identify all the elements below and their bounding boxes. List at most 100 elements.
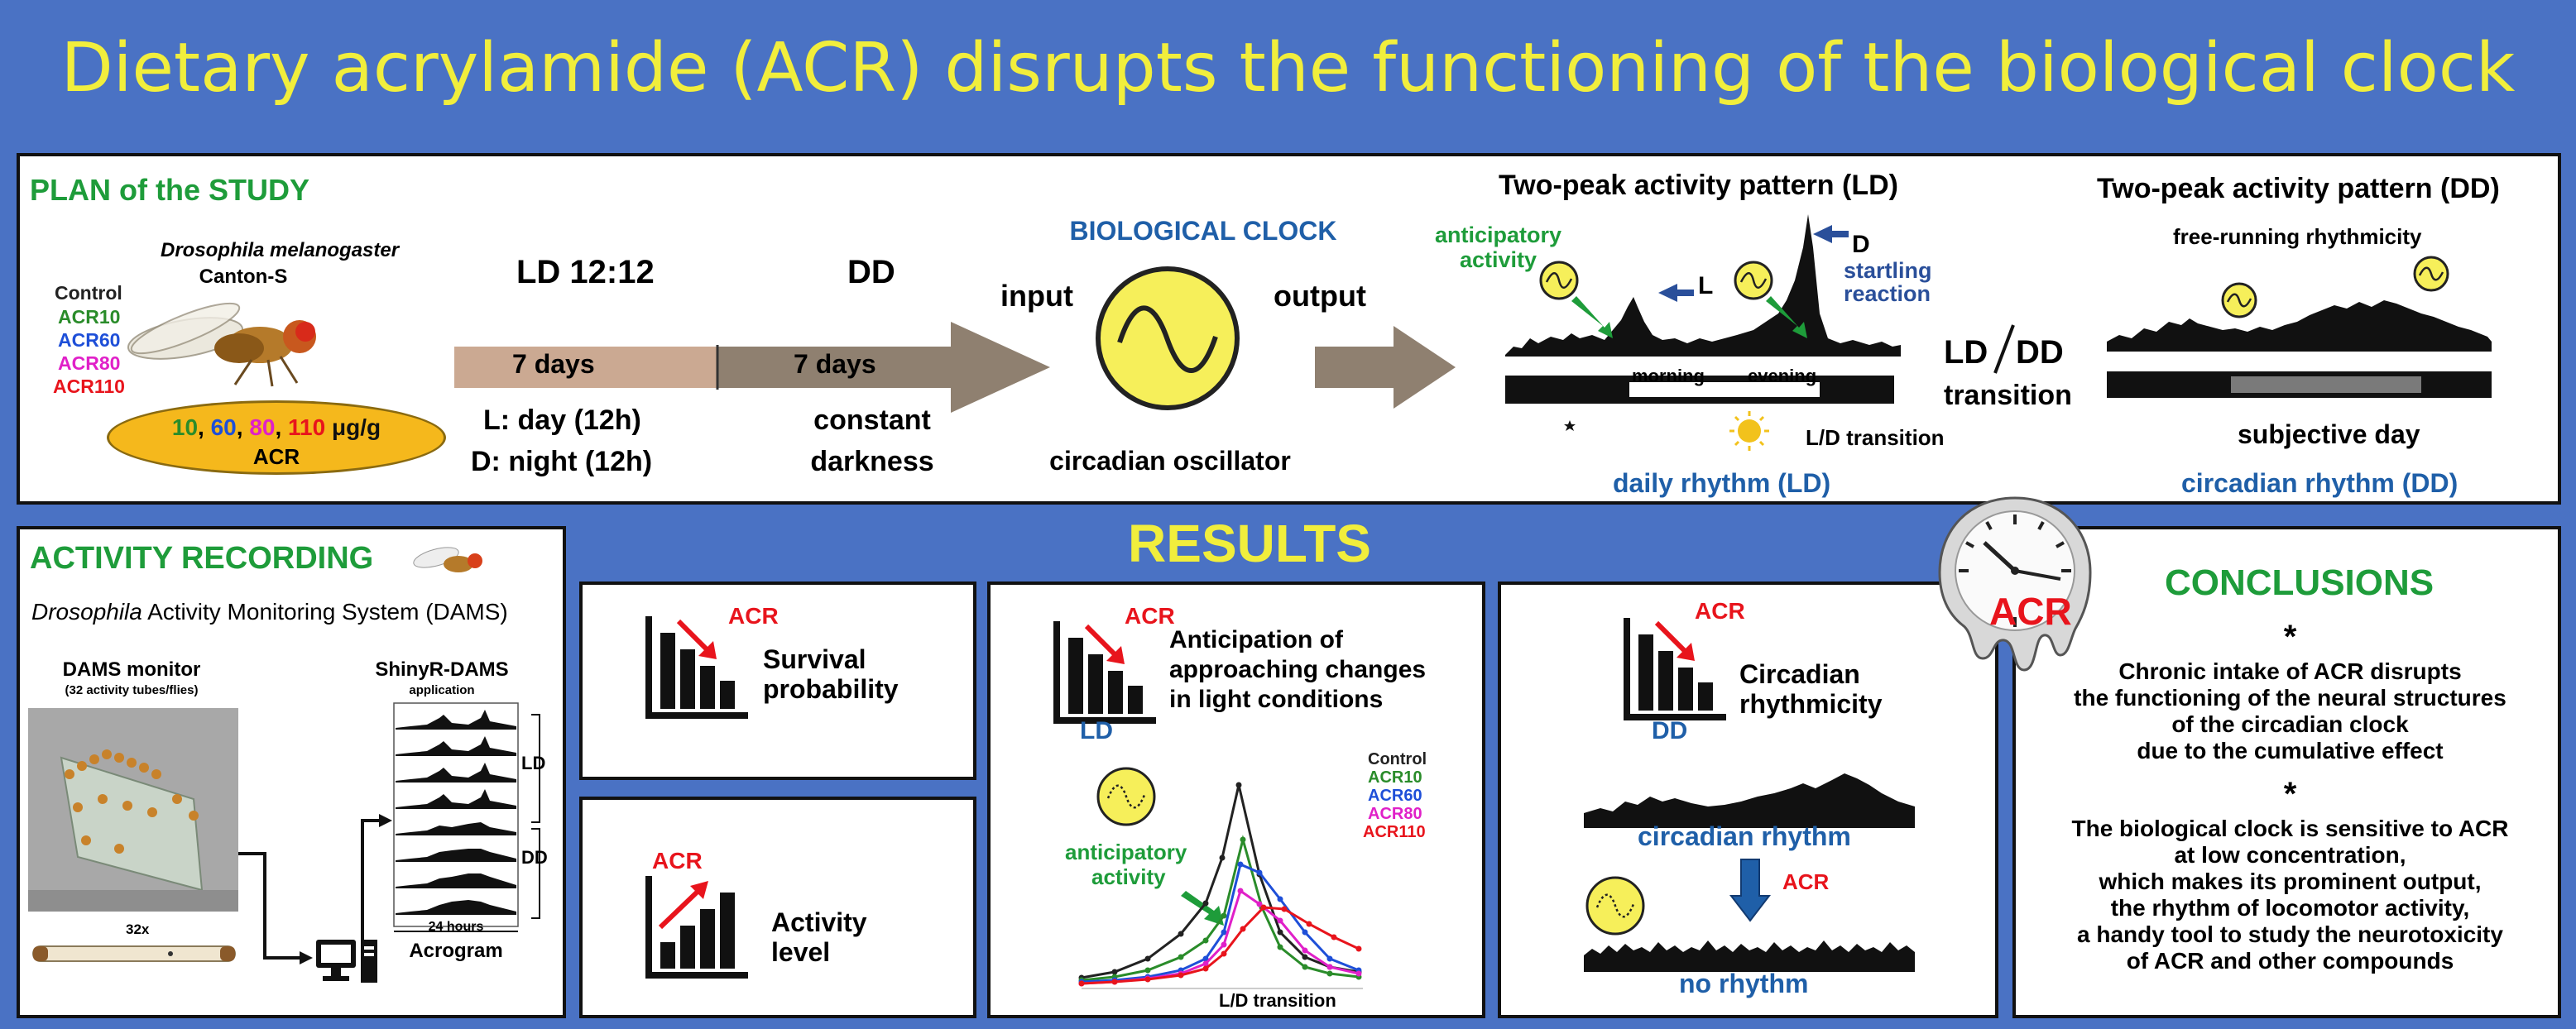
- bar-chart-down-icon: [1053, 621, 1156, 724]
- survival-label-1: Survival: [763, 644, 866, 674]
- curve-point: [1326, 955, 1333, 962]
- conclusion-2-line-6: of ACR and other compounds: [2126, 948, 2454, 974]
- monitor-title: DAMS monitor: [62, 658, 201, 681]
- circadian-label-2: rhythmicity: [1739, 689, 1883, 719]
- curve-point: [1221, 950, 1227, 957]
- group-acr110: ACR110: [53, 376, 125, 397]
- curve-point: [1221, 912, 1227, 919]
- transition-label: transition: [1944, 380, 2072, 411]
- anticipation-chart: [1078, 782, 1363, 989]
- anticipation-ld: LD: [1080, 717, 1113, 744]
- ld-schedule-label: LD 12:12: [516, 254, 655, 290]
- legend-acr80: ACR80: [1368, 805, 1422, 823]
- startling-label-2: reaction: [1844, 281, 1931, 306]
- activity-acr: ACR: [652, 848, 703, 873]
- conclusion-1-line-4: due to the cumulative effect: [2137, 738, 2444, 763]
- curve-point: [1111, 969, 1118, 975]
- group-acr10: ACR10: [58, 306, 121, 328]
- species-name: Drosophila melanogaster: [161, 239, 400, 261]
- ld-dd-right: DD: [2016, 334, 2064, 371]
- circadian-rhythm-dd-label: circadian rhythm (DD): [2181, 468, 2458, 498]
- conclusion-2-line-3: which makes its prominent output,: [2099, 869, 2482, 894]
- dams-monitor-photo: [28, 708, 238, 912]
- legend-acr60: ACR60: [1368, 787, 1422, 805]
- dose-80: 80: [249, 414, 276, 440]
- ld-dd-brackets: [531, 714, 540, 919]
- shiny-title: ShinyR-DAMS: [375, 658, 509, 681]
- curve-point: [1302, 947, 1308, 954]
- ld-actogram: [1505, 214, 1901, 451]
- bar-chart-up-icon: [645, 876, 748, 979]
- curve-point: [1237, 861, 1244, 868]
- group-control: Control: [55, 282, 122, 304]
- curve-point: [1202, 937, 1209, 944]
- curve-point: [1202, 965, 1209, 972]
- conclusion-1-line-3: of the circadian clock: [2171, 711, 2409, 737]
- output-arrow: [1315, 326, 1456, 409]
- page-title: Dietary acrylamide (ACR) disrupts the fu…: [60, 29, 2516, 108]
- conclusion-star-2: *: [2283, 776, 2297, 812]
- dose-label: ACR: [252, 444, 300, 469]
- dd-actogram: [2107, 256, 2492, 398]
- curve-point: [1256, 869, 1263, 876]
- curve-point: [1144, 955, 1151, 962]
- monitor-subtitle: (32 activity tubes/flies): [65, 683, 199, 697]
- anticipation-label-3: in light conditions: [1169, 686, 1384, 713]
- activity-level-panel: ACR Activity level: [579, 797, 976, 1018]
- dd-desc-1: constant: [813, 404, 931, 436]
- antic-label-2: activity: [1091, 864, 1166, 889]
- subjective-day-label: subjective day: [2238, 419, 2420, 449]
- conclusions-heading: CONCLUSIONS: [2165, 562, 2434, 603]
- morning-label: morning: [1632, 366, 1705, 386]
- conclusions-panel: CONCLUSIONS * Chronic intake of ACR disr…: [2012, 526, 2561, 1018]
- daily-rhythm-label: daily rhythm (LD): [1613, 468, 1831, 498]
- curve-point: [1326, 970, 1333, 977]
- curve-point: [1302, 954, 1308, 960]
- group-acr80: ACR80: [58, 352, 121, 374]
- curve-point: [1178, 954, 1184, 960]
- dams-italic: Drosophila: [31, 599, 142, 625]
- conclusion-1-line-2: the functioning of the neural structures: [2074, 685, 2506, 711]
- computer-icon: [238, 814, 392, 983]
- hours-label: 24 hours: [428, 920, 484, 934]
- legend-acr110: ACR110: [1363, 823, 1426, 841]
- survival-panel: ACR Survival probability: [579, 582, 976, 780]
- ld-night-desc: D: night (12h): [471, 446, 653, 477]
- curve-acr-4: [1081, 906, 1360, 985]
- ld-dd-left: LD: [1944, 334, 1988, 371]
- tube-count: 32x: [126, 921, 150, 937]
- clock-input-label: input: [1000, 279, 1073, 313]
- strain-name: Canton-S: [199, 266, 288, 288]
- oscillator-small-icon: [1096, 767, 1156, 826]
- bar-chart-down-icon: [1624, 618, 1726, 720]
- dose-10: 10: [171, 414, 199, 440]
- activity-tube: [32, 945, 236, 962]
- curve-control: [1081, 784, 1360, 979]
- anticipatory-label-1: anticipatory: [1435, 223, 1562, 247]
- down-arrow: [1729, 859, 1772, 922]
- acrogram-label: Acrogram: [409, 940, 503, 962]
- curve-point: [1078, 980, 1085, 987]
- anticipation-panel: ACR LD Anticipation of approaching chang…: [987, 582, 1485, 1018]
- timeline-arrow: [454, 322, 1050, 413]
- plan-heading: PLAN of the STUDY: [30, 173, 309, 207]
- curve-acr-2: [1081, 862, 1360, 984]
- clock-acr-label: ACR: [1989, 590, 2072, 633]
- peak-d-label: D: [1852, 231, 1870, 258]
- startling-label-1: startling: [1844, 258, 1932, 283]
- circadian-rhythm-actogram: [1584, 773, 1915, 828]
- conclusion-2-line-1: The biological clock is sensitive to ACR: [2071, 816, 2509, 841]
- curve-point: [1235, 782, 1242, 788]
- ld-pattern-title: Two-peak activity pattern (LD): [1499, 170, 1898, 201]
- curve-point: [1331, 934, 1337, 940]
- curve-point: [1326, 964, 1333, 970]
- acrogram-plot: [393, 702, 519, 932]
- curve-point: [1202, 960, 1209, 967]
- curve-point: [1111, 979, 1118, 985]
- results-heading: RESULTS: [1128, 514, 1371, 573]
- curve-point: [1277, 917, 1283, 924]
- curve-point: [1277, 944, 1283, 950]
- group-acr60: ACR60: [58, 329, 121, 351]
- curve-point: [1178, 931, 1184, 937]
- dose-110: 110: [288, 414, 326, 440]
